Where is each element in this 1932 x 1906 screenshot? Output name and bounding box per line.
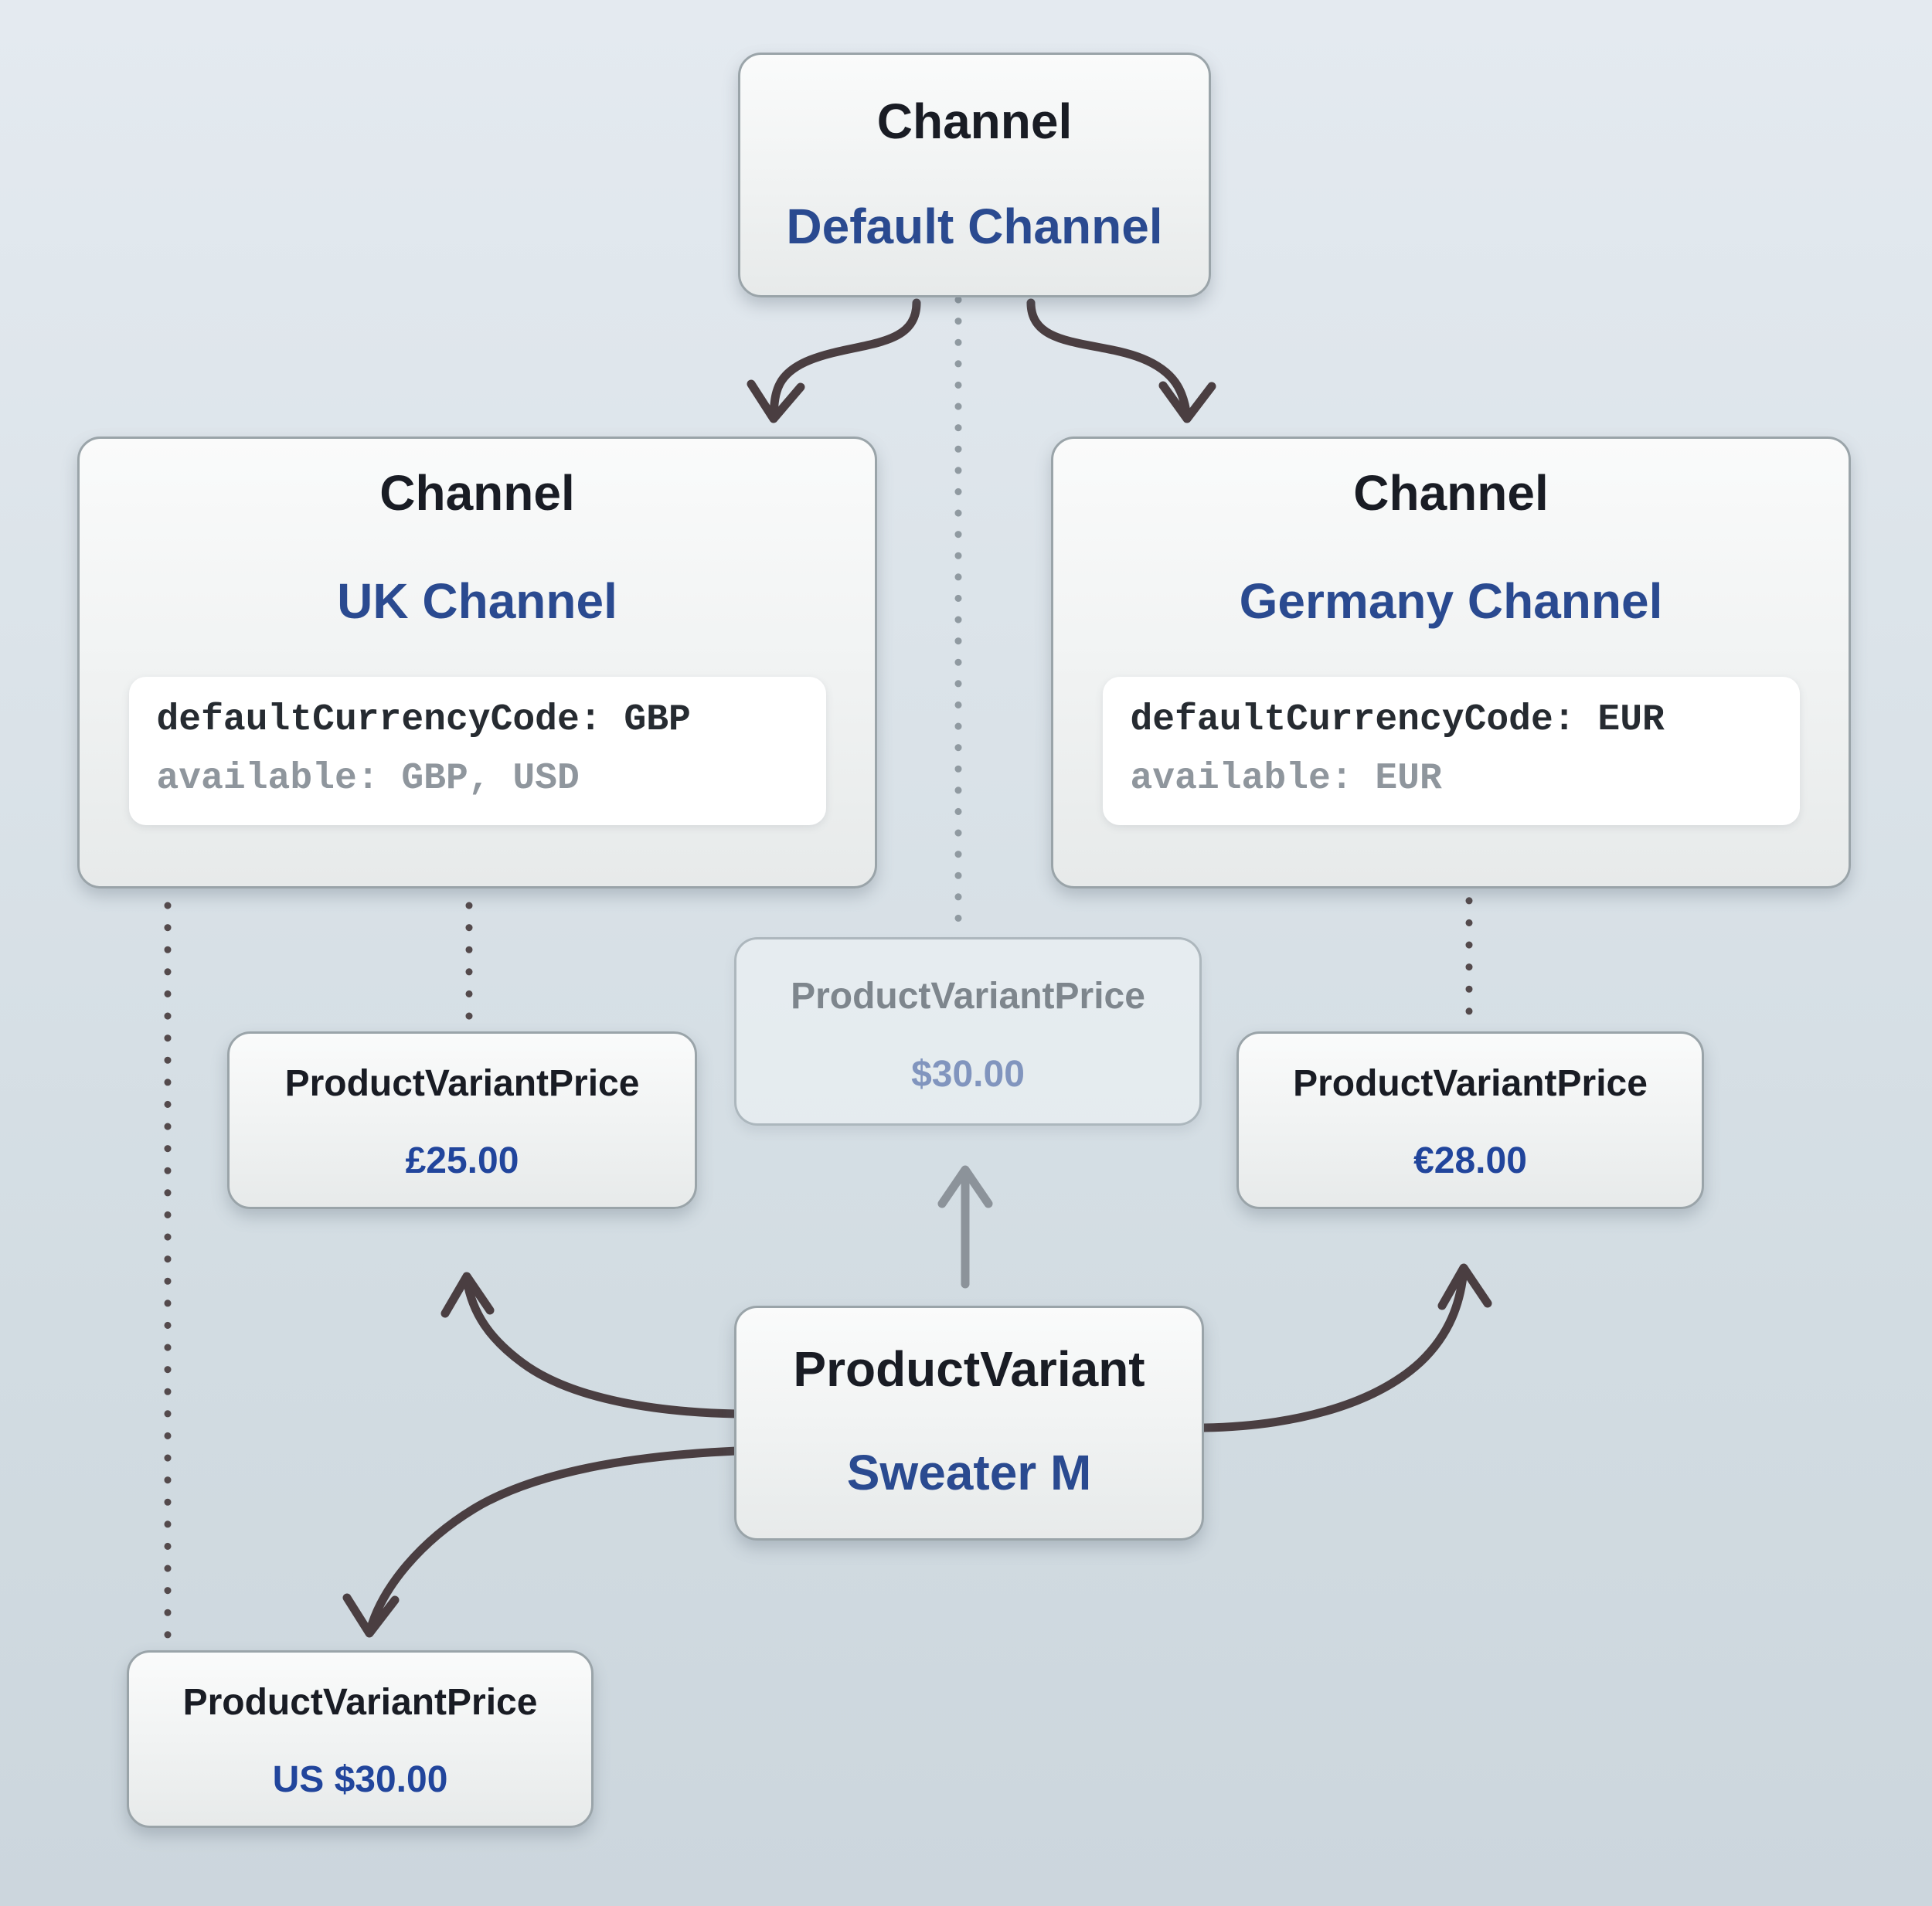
arrow-product-variant-to-price-us <box>342 1446 741 1638</box>
node-price-uk: ProductVariantPrice £25.00 <box>227 1031 697 1209</box>
node-name-label: Default Channel <box>786 199 1163 254</box>
arrow-product-variant-to-price-default <box>937 1165 993 1289</box>
node-germany-channel: Channel Germany Channel defaultCurrencyC… <box>1051 437 1851 888</box>
node-type-label: ProductVariantPrice <box>1293 1063 1648 1104</box>
node-default-channel: Channel Default Channel <box>738 53 1211 297</box>
arrowhead-up-icon <box>1437 1263 1492 1310</box>
node-price-default-ghost: ProductVariantPrice $30.00 <box>734 937 1202 1126</box>
arrow-product-variant-to-price-uk <box>440 1272 741 1418</box>
available-currencies-line: available: GBP, USD <box>156 758 580 800</box>
node-name-label: UK Channel <box>337 573 617 629</box>
price-value-label: £25.00 <box>405 1140 519 1181</box>
arrow-product-variant-to-price-germany <box>1199 1263 1492 1432</box>
node-type-label: Channel <box>876 93 1073 149</box>
arrow-default-channel-to-uk-channel <box>747 298 921 423</box>
node-type-label: ProductVariantPrice <box>791 976 1145 1017</box>
node-type-label: Channel <box>1353 465 1549 521</box>
node-price-us: ProductVariantPrice US $30.00 <box>127 1650 594 1828</box>
arrowhead-up-icon <box>440 1272 495 1318</box>
node-type-label: ProductVariantPrice <box>284 1063 640 1104</box>
arrow-curve <box>462 1275 741 1418</box>
arrow-curve <box>1026 298 1192 422</box>
arrow-curve <box>1199 1266 1468 1432</box>
arrow-curve <box>769 298 921 422</box>
available-currencies-line: available: EUR <box>1130 758 1442 800</box>
node-uk-channel: Channel UK Channel defaultCurrencyCode: … <box>77 437 877 888</box>
node-type-label: ProductVariantPrice <box>182 1682 538 1723</box>
arrowhead-down-icon <box>342 1593 400 1638</box>
arrowhead-down-icon <box>747 379 805 423</box>
price-value-label: €28.00 <box>1413 1140 1527 1181</box>
arrow-default-channel-to-germany-channel <box>1026 298 1216 423</box>
price-value-label: $30.00 <box>911 1054 1025 1095</box>
price-value-label: US $30.00 <box>272 1759 448 1800</box>
node-product-variant: ProductVariant Sweater M <box>734 1306 1204 1541</box>
currency-code-panel: defaultCurrencyCode: EUR available: EUR <box>1102 677 1800 825</box>
arrowhead-up-icon <box>937 1165 993 1208</box>
node-type-label: ProductVariant <box>793 1341 1145 1397</box>
default-currency-line: defaultCurrencyCode: EUR <box>1130 699 1665 741</box>
node-price-germany: ProductVariantPrice €28.00 <box>1236 1031 1704 1209</box>
node-type-label: Channel <box>379 465 575 521</box>
currency-code-panel: defaultCurrencyCode: GBP available: GBP,… <box>128 677 826 825</box>
node-name-label: Germany Channel <box>1239 573 1663 629</box>
arrowhead-down-icon <box>1158 381 1216 423</box>
arrow-curve <box>366 1446 741 1635</box>
default-currency-line: defaultCurrencyCode: GBP <box>156 699 691 741</box>
node-name-label: Sweater M <box>846 1445 1092 1500</box>
